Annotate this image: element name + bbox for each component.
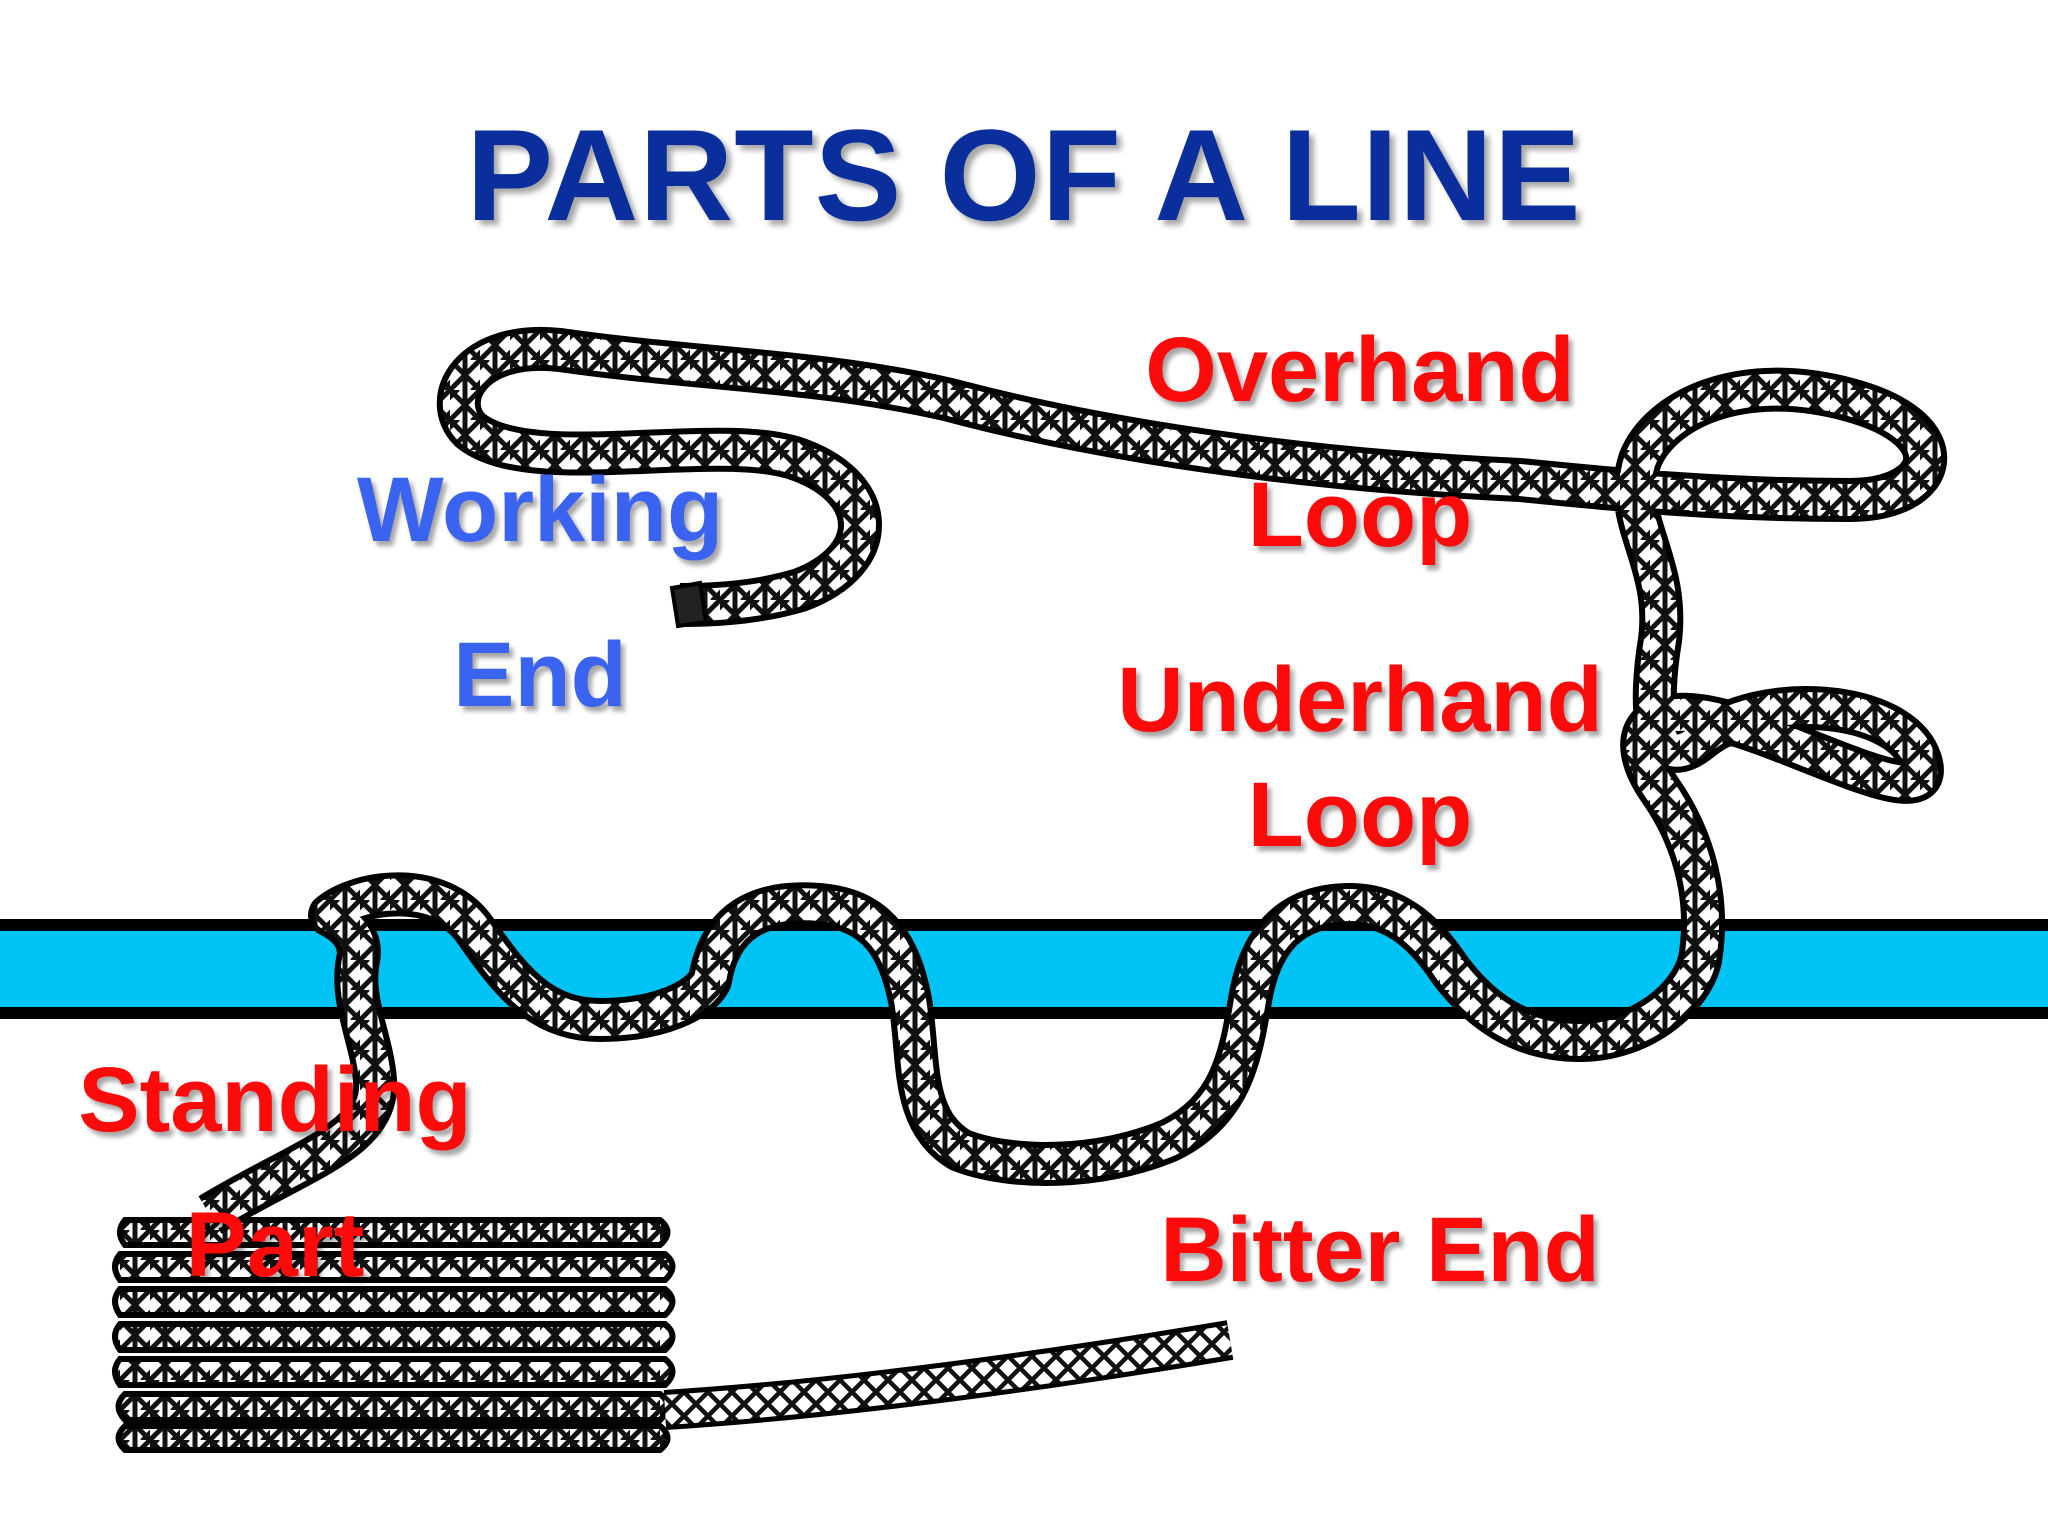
standing-part-label: Standing: [78, 1049, 472, 1151]
overhand-loop-label: Overhand: [1145, 319, 1575, 421]
overhand-loop-label-line2: Loop: [1247, 464, 1473, 566]
bitter-end-label: Bitter End: [1160, 1199, 1600, 1301]
main-rope: [198, 326, 1948, 1234]
working-end-label: Working: [356, 459, 724, 561]
underhand-loop-label: Underhand: [1117, 649, 1603, 751]
page-title: PARTS OF A LINE: [466, 102, 1582, 248]
working-end-tip: [669, 580, 709, 629]
underhand-loop-label-line2: Loop: [1247, 764, 1473, 866]
working-end-label-line2: End: [453, 624, 627, 726]
bitter-end-rope: [663, 1320, 1234, 1430]
rope-coil: [112, 1217, 676, 1453]
standing-part-label-line2: Part: [185, 1194, 365, 1296]
spar-bar: [0, 919, 2048, 1019]
